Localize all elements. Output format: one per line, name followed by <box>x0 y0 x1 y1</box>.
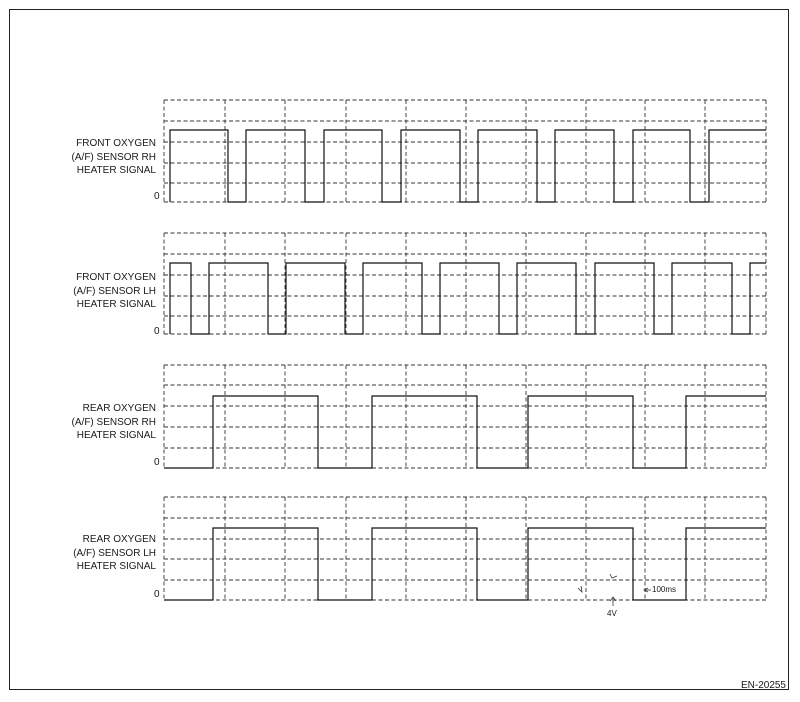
signal-label-rear-rh: REAR OXYGEN (A/F) SENSOR RH HEATER SIGNA… <box>72 402 156 443</box>
label-line: FRONT OXYGEN <box>76 272 156 283</box>
label-line: HEATER SIGNAL <box>76 430 156 441</box>
figure-number: EN-20255 <box>740 680 786 691</box>
label-line: FRONT OXYGEN <box>76 138 156 149</box>
signal-label-rear-lh: REAR OXYGEN (A/F) SENSOR LH HEATER SIGNA… <box>73 533 156 574</box>
label-line: REAR OXYGEN <box>82 403 156 414</box>
label-line: HEATER SIGNAL <box>76 299 156 310</box>
time-scale-label: 100ms <box>652 585 677 594</box>
zero-label-front-lh: 0 <box>154 326 160 337</box>
waveform-2 <box>169 262 766 335</box>
zero-label-front-rh: 0 <box>154 191 160 202</box>
waveform-4 <box>164 527 766 601</box>
label-line: (A/F) SENSOR RH <box>71 151 156 163</box>
voltage-marker-right <box>609 573 618 579</box>
voltage-scale-label: 4V <box>607 609 617 618</box>
zero-label-rear-rh: 0 <box>154 457 160 468</box>
label-line: (A/F) SENSOR RH <box>71 416 156 428</box>
label-line: (A/F) SENSOR LH <box>73 547 156 559</box>
signal-label-front-rh: FRONT OXYGEN (A/F) SENSOR RH HEATER SIGN… <box>72 137 156 178</box>
waveform-3 <box>164 395 766 469</box>
voltage-marker-left <box>577 585 583 594</box>
label-line: HEATER SIGNAL <box>76 165 156 176</box>
zero-label-rear-lh: 0 <box>154 589 160 600</box>
signal-label-front-lh: FRONT OXYGEN (A/F) SENSOR LH HEATER SIGN… <box>73 271 156 312</box>
label-line: REAR OXYGEN <box>82 534 156 545</box>
label-line: HEATER SIGNAL <box>76 561 156 572</box>
label-line: (A/F) SENSOR LH <box>73 285 156 297</box>
voltage-arrowhead <box>609 596 617 602</box>
waveform-1 <box>169 129 766 203</box>
diagram-frame <box>9 9 789 690</box>
